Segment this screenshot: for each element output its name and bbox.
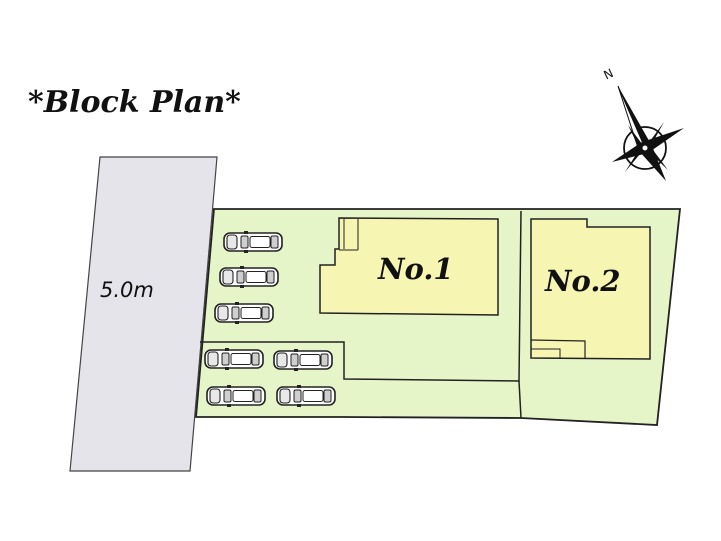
north-arrow-icon: N (602, 66, 684, 181)
parked-car (223, 230, 283, 254)
lot-no2-label: No.2 (544, 264, 621, 298)
parked-car (214, 301, 274, 325)
parked-car (204, 347, 264, 371)
road-width-label: 5.0m (100, 278, 154, 302)
front-road: 5.0m (69, 156, 218, 472)
north-label: N (602, 66, 616, 82)
plan-title: *Block Plan* (28, 85, 241, 120)
parked-car (276, 384, 336, 408)
lot-no2-house: No.2 (530, 218, 651, 360)
parked-car (206, 384, 266, 408)
lot-no1-house: No.1 (319, 217, 499, 316)
parked-car (273, 348, 333, 372)
parked-car (219, 265, 279, 289)
lot-no1-label: No.1 (377, 252, 454, 286)
